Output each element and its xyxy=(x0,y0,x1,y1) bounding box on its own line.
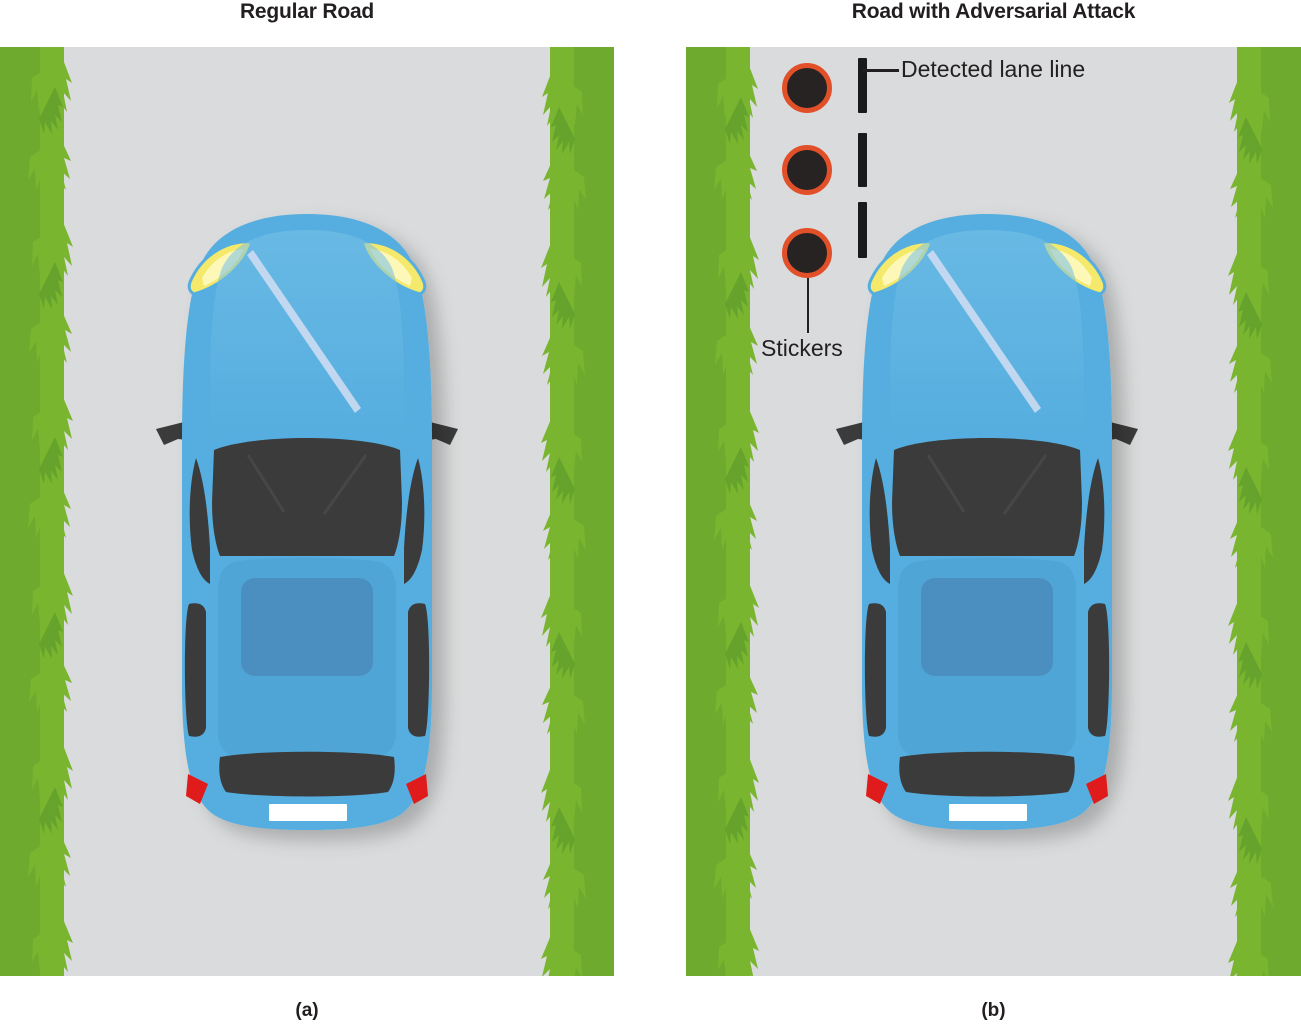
sunroof xyxy=(921,578,1053,676)
grass-right-a xyxy=(536,47,614,976)
rear-window xyxy=(899,751,1075,797)
windshield xyxy=(212,438,402,556)
lane-dash-2 xyxy=(858,133,867,187)
sticker-3[interactable] xyxy=(782,228,832,278)
front-side-windows xyxy=(869,458,1105,584)
grass-left-b xyxy=(686,47,764,976)
front-side-windows xyxy=(189,458,425,584)
hood-highlight xyxy=(247,250,361,413)
lane-dash-1 xyxy=(858,58,867,113)
stickers-leader xyxy=(807,278,809,333)
panel-a-caption: (a) xyxy=(295,1000,319,1021)
panel-b-title: Road with Adversarial Attack xyxy=(851,0,1136,23)
car-panel-a xyxy=(156,212,458,832)
panel-a-title: Regular Road xyxy=(239,0,375,23)
rear-side-windows xyxy=(864,603,1110,737)
panel-b-caption: (b) xyxy=(981,1000,1006,1021)
panel-b-scene: Detected lane line Stickers xyxy=(686,47,1301,976)
detected-lane-line-leader xyxy=(863,69,899,72)
rear-side-windows xyxy=(184,603,430,737)
license-plate xyxy=(949,804,1027,821)
lane-dash-3 xyxy=(858,202,867,258)
sticker-2[interactable] xyxy=(782,145,832,195)
license-plate xyxy=(269,804,347,821)
car-panel-b xyxy=(836,212,1138,832)
taillights xyxy=(866,774,1108,804)
sunroof xyxy=(241,578,373,676)
panel-a-scene xyxy=(0,47,614,976)
detected-lane-line-label: Detected lane line xyxy=(901,56,1086,82)
stickers-label: Stickers xyxy=(761,335,843,361)
sticker-1[interactable] xyxy=(782,63,832,113)
hood-highlight xyxy=(927,250,1041,413)
grass-right-b xyxy=(1223,47,1301,976)
grass-left-a xyxy=(0,47,78,976)
taillights xyxy=(186,774,428,804)
windshield xyxy=(892,438,1082,556)
rear-window xyxy=(219,751,395,797)
